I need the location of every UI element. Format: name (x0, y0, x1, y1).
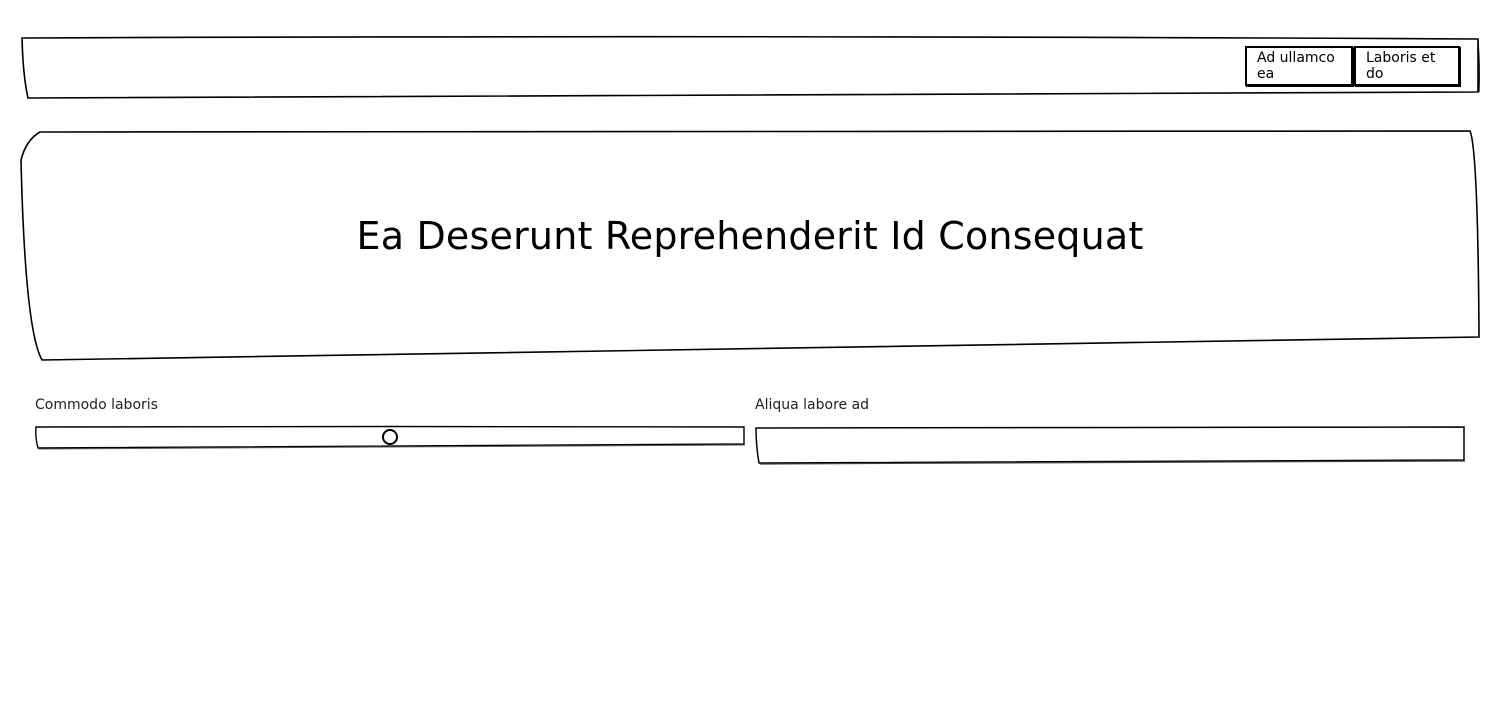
header-bar: Ad ullamco ea Laboris et do (20, 35, 1480, 99)
hero-title: Ea Deserunt Reprehenderit Id Consequat (356, 214, 1144, 258)
aliqua-text-input[interactable] (755, 426, 1466, 465)
ad-ullamco-button[interactable]: Ad ullamco ea (1245, 46, 1353, 86)
header-border (21, 35, 1480, 99)
header-actions: Ad ullamco ea Laboris et do (1245, 46, 1460, 86)
slider-label: Commodo laboris (35, 397, 158, 413)
laboris-button-label: Laboris et do (1366, 50, 1436, 82)
ad-ullamco-button-label: Ad ullamco ea (1257, 50, 1335, 82)
laboris-button[interactable]: Laboris et do (1354, 46, 1460, 86)
text-input-border (755, 426, 1466, 465)
text-input-label: Aliqua labore ad (755, 397, 870, 413)
commodo-slider[interactable] (35, 425, 746, 450)
hero-panel: Ea Deserunt Reprehenderit Id Consequat (20, 130, 1480, 362)
slider-thumb[interactable] (382, 429, 398, 445)
hero-border (20, 130, 1480, 361)
